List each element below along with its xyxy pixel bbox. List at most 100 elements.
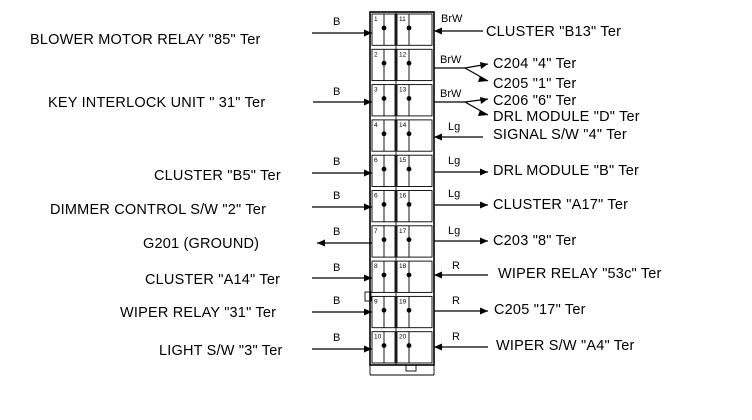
right-pin-number: 19 [399,298,407,305]
left-label-7: WIPER RELAY "31" Ter [120,305,276,321]
right-pin-number: 20 [399,334,407,341]
left-wire-group: BLOWER MOTOR RELAY "85" Ter B KEY INTERL… [30,16,372,359]
left-pin-number: 1 [374,16,378,23]
right-arrow-7 [480,168,488,176]
left-pin-number: 4 [374,122,378,129]
right-color-2: BrW [440,54,462,66]
right-arrow-6 [434,133,442,141]
right-pin-cavity [396,48,433,82]
right-pin-number: 14 [399,122,407,129]
right-label-7: DRL MODULE "B" Ter [493,163,639,179]
right-pin-cavity [396,295,433,329]
right-pin-cavity [396,260,433,293]
right-arrow-1 [434,27,442,35]
left-pin-number: 8 [374,263,378,270]
left-arrow-5 [317,239,325,247]
right-color-12: R [452,331,460,343]
left-pin-cavity [371,260,396,293]
left-color-5: B [333,226,340,238]
right-label-9: C203 "8" Ter [493,233,576,249]
right-color-7: Lg [448,155,460,167]
left-pin-number: 2 [374,51,378,58]
right-color-6: Lg [448,121,460,133]
right-pin-cavity [396,119,433,152]
right-pin-number: 18 [399,263,407,270]
right-color-9: Lg [448,225,460,237]
left-pin-cavity [371,13,396,46]
right-pin-number: 17 [399,228,407,235]
left-arrow-3 [364,169,372,177]
left-arrow-8 [364,345,372,353]
right-arrow-8 [480,201,488,209]
right-pin-number: 13 [399,87,407,94]
left-label-4: DIMMER CONTROL S/W "2" Ter [50,202,266,218]
right-label-6: SIGNAL S/W "4" Ter [493,127,627,143]
left-label-1: BLOWER MOTOR RELAY "85" Ter [30,32,261,48]
right-pin-cavity [396,190,433,223]
right-label-1: CLUSTER "B13" Ter [486,24,621,40]
right-label-4: C206 "6" Ter [493,93,576,109]
left-pin-number: 3 [374,87,378,94]
right-label-12: WIPER S/W "A4" Ter [496,338,635,354]
right-arrow-2b [478,76,488,82]
right-wire-group: CLUSTER "B13" Ter BrW BrW C204 "4" Ter C… [434,13,662,354]
right-arrow-9 [480,237,488,245]
left-color-1: B [333,16,340,28]
right-pin-number: 11 [399,16,406,23]
right-label-5: DRL MODULE "D" Ter [493,109,640,125]
connector-outline [369,11,435,366]
right-color-10: R [452,260,460,272]
right-label-10: WIPER RELAY "53c" Ter [498,266,662,282]
left-pin-number: 7 [374,228,378,235]
left-pin-number: 6 [374,157,378,164]
right-arrow-12 [434,343,442,351]
left-pin-cavity [371,225,396,258]
left-pin-cavity [371,190,396,223]
left-label-2: KEY INTERLOCK UNIT " 31" Ter [48,95,265,111]
right-label-11: C205 "17" Ter [494,302,586,318]
right-pin-cavity [396,84,433,117]
left-label-6: CLUSTER "A14" Ter [145,272,280,288]
right-arrow-2a [480,62,488,69]
right-pin-cavity [396,225,433,258]
right-color-4: BrW [440,88,462,100]
right-pin-number: 12 [399,51,407,58]
left-label-3: CLUSTER "B5" Ter [154,168,281,184]
left-color-3: B [333,156,340,168]
left-pin-number: 9 [374,298,378,305]
left-arrow-7 [364,308,372,316]
left-arrow-4 [364,203,372,211]
right-color-11: R [452,295,460,307]
right-pin-number: 16 [399,193,407,200]
right-color-8: Lg [448,188,460,200]
right-arrow-10 [434,271,442,279]
right-pin-cavity [396,13,433,46]
left-pin-cavity [371,331,396,364]
left-label-5: G201 (GROUND) [143,236,259,252]
right-arrow-4b [478,110,488,116]
right-label-3: C205 "1" Ter [493,76,576,92]
left-pin-cavity [371,154,396,187]
right-arrow-4a [480,97,488,104]
left-pin-cavity [371,119,396,152]
right-arrow-11 [480,307,488,315]
left-color-4: B [333,190,340,202]
right-color-1: BrW [441,13,463,25]
left-color-7: B [333,295,340,307]
right-pin-cavity [396,154,433,187]
left-label-8: LIGHT S/W "3" Ter [159,343,283,359]
left-color-6: B [333,262,340,274]
connector-latch [405,364,417,372]
left-arrow-1 [364,29,372,37]
left-arrow-2 [364,98,372,106]
left-pin-number: 10 [374,334,382,341]
left-color-2: B [333,86,340,98]
right-pin-cavity [396,331,433,364]
left-pin-cavity [371,84,396,117]
right-pin-number: 15 [399,157,407,164]
right-label-8: CLUSTER "A17" Ter [493,197,628,213]
left-color-8: B [333,332,340,344]
